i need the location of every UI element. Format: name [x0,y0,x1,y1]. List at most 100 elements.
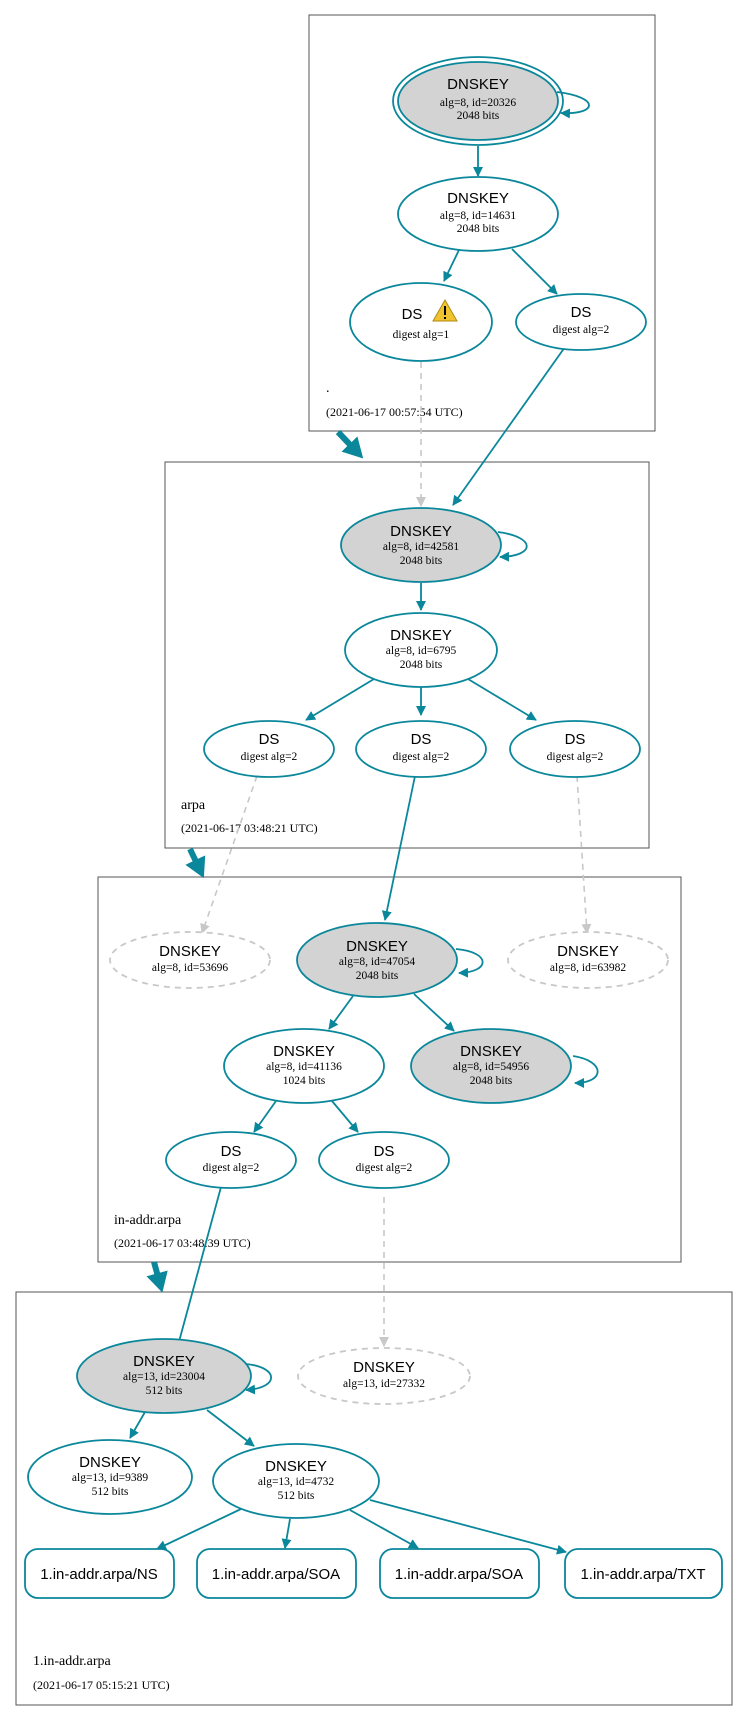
delegation-edge [185,847,206,879]
edge [206,1409,255,1447]
zone-label: arpa [181,798,206,813]
dnskey-node-inaddr-zsk[interactable]: DNSKEY alg=8, id=41136 1024 bits [223,1028,385,1104]
edge [452,346,566,506]
node-detail: alg=13, id=9389 [72,1472,148,1484]
edge [156,1508,242,1550]
node-title: DNSKEY [447,76,509,93]
dnskey-node-missing-27332[interactable]: DNSKEY alg=13, id=27332 [297,1347,471,1405]
node-detail: alg=8, id=63982 [550,962,626,974]
edge [305,678,375,721]
dnskey-node-inaddr-ksk2[interactable]: DNSKEY alg=8, id=54956 2048 bits [410,1028,572,1104]
zone-arpa: arpa (2021-06-17 03:48:21 UTC) [164,461,650,849]
edge [253,1100,277,1133]
node-detail: digest alg=1 [393,329,450,341]
node-detail: 2048 bits [356,970,399,982]
ds-node-arpa-3[interactable]: DS digest alg=2 [509,720,641,778]
self-loop [572,1055,599,1088]
ds-node-inaddr-2[interactable]: DS digest alg=2 [318,1131,450,1189]
self-loop [556,91,590,119]
edge [467,678,537,721]
edge [443,249,460,282]
node-detail: 512 bits [278,1490,315,1502]
edge [281,1518,292,1549]
node-title: DNSKEY [460,1043,522,1060]
rrset-label: 1.in-addr.arpa/SOA [212,1566,340,1583]
zone-label: in-addr.arpa [114,1213,182,1228]
dnskey-node-one-9389[interactable]: DNSKEY alg=13, id=9389 512 bits [27,1439,193,1515]
dnskey-node-root-ksk[interactable]: DNSKEY alg=8, id=20326 2048 bits [392,56,564,146]
delegation-edge [335,429,364,459]
node-title: DNSKEY [557,943,619,960]
node-detail: digest alg=2 [547,751,604,763]
rrset-node[interactable]: 1.in-addr.arpa/SOA [196,1548,357,1599]
node-detail: 512 bits [92,1486,129,1498]
edge [349,1509,419,1549]
node-detail: digest alg=2 [553,324,610,336]
ds-node-arpa-1[interactable]: DS digest alg=2 [203,720,335,778]
zone-timestamp: (2021-06-17 03:48:39 UTC) [114,1236,251,1250]
self-sign-loops [245,91,599,1395]
node-detail: alg=13, id=27332 [343,1378,425,1390]
node-detail: digest alg=2 [203,1162,260,1174]
ds-node-root-2[interactable]: DS digest alg=2 [515,293,647,351]
node-detail: alg=13, id=23004 [123,1371,205,1383]
node-title: DS [565,731,586,748]
dnskey-node-missing-63982[interactable]: DNSKEY alg=8, id=63982 [507,931,669,989]
node-detail: digest alg=2 [356,1162,413,1174]
delegation-edge [146,1261,168,1293]
node-title: DS [571,304,592,321]
node-detail: alg=8, id=6795 [386,645,457,657]
node-title: DNSKEY [133,1353,195,1370]
node-detail: 1024 bits [283,1075,326,1087]
node-detail: 2048 bits [400,555,443,567]
node-detail: alg=8, id=42581 [383,541,459,553]
zone-timestamp: (2021-06-17 00:57:54 UTC) [326,405,463,419]
dnskey-node-one-zsk[interactable]: DNSKEY alg=13, id=4732 512 bits [212,1443,380,1519]
zone-1-in-addr-arpa: 1.in-addr.arpa (2021-06-17 05:15:21 UTC) [15,1291,733,1706]
warning-icon [432,298,458,322]
zone-in-addr-arpa: in-addr.arpa (2021-06-17 03:48:39 UTC) [97,876,682,1263]
ds-node-inaddr-1[interactable]: DS digest alg=2 [165,1131,297,1189]
dnskey-node-arpa-zsk[interactable]: DNSKEY alg=8, id=6795 2048 bits [344,612,498,688]
edge [413,993,455,1032]
node-title: DS [259,731,280,748]
edge-insecure [576,775,592,934]
rrset-node[interactable]: 1.in-addr.arpa/SOA [379,1548,540,1599]
zone-root: . (2021-06-17 00:57:54 UTC) [308,14,656,432]
node-detail: 2048 bits [457,223,500,235]
node-title: DNSKEY [159,943,221,960]
dnskey-node-missing-53696[interactable]: DNSKEY alg=8, id=53696 [109,931,271,989]
edge [369,1499,567,1555]
node-title: DNSKEY [353,1359,415,1376]
zone-label: 1.in-addr.arpa [33,1654,112,1669]
edge [129,1411,146,1439]
dnskey-node-arpa-ksk[interactable]: DNSKEY alg=8, id=42581 2048 bits [340,507,502,583]
rrset-label: 1.in-addr.arpa/NS [40,1566,158,1583]
node-title: DNSKEY [79,1454,141,1471]
zone-label: . [326,381,330,396]
self-loop [455,948,484,978]
ds-node-arpa-2[interactable]: DS digest alg=2 [355,720,487,778]
zone-timestamp: (2021-06-17 03:48:21 UTC) [181,821,318,835]
node-title: DNSKEY [447,190,509,207]
edge-insecure [200,775,258,934]
node-detail: alg=8, id=14631 [440,210,516,222]
node-detail: 2048 bits [470,1075,513,1087]
dnskey-node-root-zsk[interactable]: DNSKEY alg=8, id=14631 2048 bits [397,176,559,252]
rrset-node[interactable]: 1.in-addr.arpa/NS [24,1548,175,1599]
ds-node-root-1[interactable]: DS digest alg=1 [349,282,493,362]
dnskey-node-one-ksk[interactable]: DNSKEY alg=13, id=23004 512 bits [76,1338,252,1414]
node-detail: 2048 bits [457,110,500,122]
self-loop [497,531,528,562]
dnskey-node-inaddr-ksk[interactable]: DNSKEY alg=8, id=47054 2048 bits [296,922,458,998]
node-title: DS [374,1143,395,1160]
edge [174,1186,222,1350]
node-title: DNSKEY [265,1458,327,1475]
edge [381,775,416,921]
edge [511,248,558,295]
node-detail: digest alg=2 [241,751,298,763]
delegation-edges [146,429,364,1293]
node-title: DNSKEY [273,1043,335,1060]
rrset-node[interactable]: 1.in-addr.arpa/TXT [564,1548,723,1599]
